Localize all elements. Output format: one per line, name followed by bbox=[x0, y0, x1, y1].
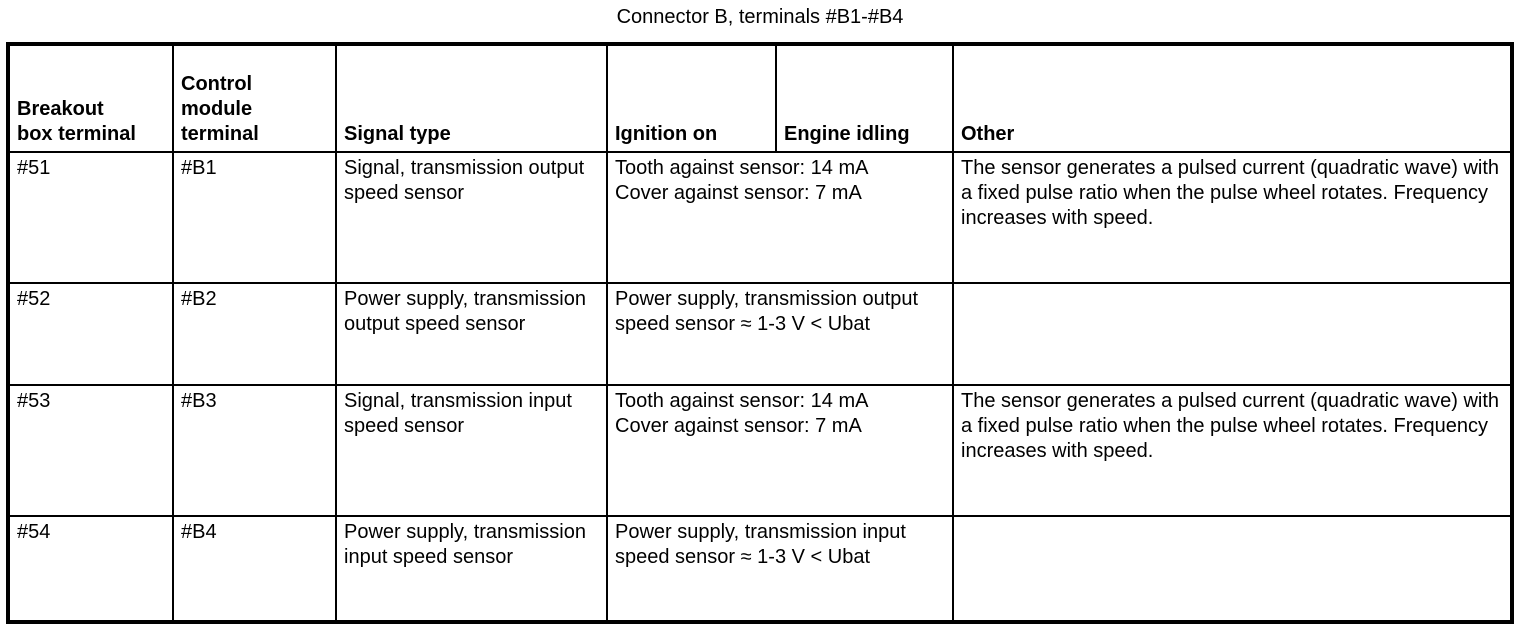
cell-control-module-terminal: #B3 bbox=[172, 384, 337, 517]
cell-measurement: Power supply, transmission output speed … bbox=[606, 282, 954, 386]
cell-breakout-box-terminal: #54 bbox=[7, 515, 174, 623]
cell-measurement: Power supply, transmission input speed s… bbox=[606, 515, 954, 623]
column-header-engine-idling: Engine idling bbox=[775, 43, 954, 153]
measurement-line: Tooth against sensor: 14 mA bbox=[615, 390, 869, 412]
header-row: Breakout box terminal Control module ter… bbox=[7, 43, 1513, 153]
cell-other: The sensor generates a pulsed current (q… bbox=[952, 151, 1513, 284]
cell-other bbox=[952, 515, 1513, 623]
header-line: module bbox=[181, 98, 253, 120]
column-header-breakout-box-terminal: Breakout box terminal bbox=[7, 43, 174, 153]
cell-other: The sensor generates a pulsed current (q… bbox=[952, 384, 1513, 517]
cell-signal-type: Power supply, transmission input speed s… bbox=[335, 515, 608, 623]
column-header-other: Other bbox=[952, 43, 1513, 153]
header-line: terminal bbox=[181, 123, 259, 145]
cell-control-module-terminal: #B4 bbox=[172, 515, 337, 623]
measurement-line: Tooth against sensor: 14 mA bbox=[615, 157, 869, 179]
header-line: Signal type bbox=[344, 123, 451, 145]
spec-table-container: Breakout box terminal Control module ter… bbox=[6, 42, 1514, 624]
header-line: box terminal bbox=[17, 123, 136, 145]
table-body: #51 #B1 Signal, transmission output spee… bbox=[7, 151, 1513, 623]
column-header-control-module-terminal: Control module terminal bbox=[172, 43, 337, 153]
measurement-line: Cover against sensor: 7 mA bbox=[615, 415, 862, 437]
connector-b-terminal-table: Breakout box terminal Control module ter… bbox=[6, 42, 1514, 624]
cell-breakout-box-terminal: #51 bbox=[7, 151, 174, 284]
table-header: Breakout box terminal Control module ter… bbox=[7, 43, 1513, 153]
measurement-line: Power supply, transmission output speed … bbox=[615, 288, 919, 335]
cell-signal-type: Signal, transmission output speed sensor bbox=[335, 151, 608, 284]
table-caption: Connector B, terminals #B1-#B4 bbox=[616, 6, 904, 28]
table-row: #54 #B4 Power supply, transmission input… bbox=[7, 515, 1513, 623]
table-row: #52 #B2 Power supply, transmission outpu… bbox=[7, 282, 1513, 386]
column-header-signal-type: Signal type bbox=[335, 43, 608, 153]
header-line: Control bbox=[181, 73, 253, 95]
cell-measurement: Tooth against sensor: 14 mA Cover agains… bbox=[606, 384, 954, 517]
table-row: #51 #B1 Signal, transmission output spee… bbox=[7, 151, 1513, 284]
measurement-line: Cover against sensor: 7 mA bbox=[615, 182, 862, 204]
header-line: Breakout bbox=[17, 98, 104, 120]
header-line: Engine idling bbox=[784, 123, 910, 145]
header-line: Ignition on bbox=[615, 123, 718, 145]
table-row: #53 #B3 Signal, transmission input speed… bbox=[7, 384, 1513, 517]
cell-signal-type: Power supply, transmission output speed … bbox=[335, 282, 608, 386]
cell-signal-type: Signal, transmission input speed sensor bbox=[335, 384, 608, 517]
cell-control-module-terminal: #B1 bbox=[172, 151, 337, 284]
column-header-ignition-on: Ignition on bbox=[606, 43, 777, 153]
cell-other bbox=[952, 282, 1513, 386]
measurement-line: Power supply, transmission input speed s… bbox=[615, 521, 906, 568]
cell-control-module-terminal: #B2 bbox=[172, 282, 337, 386]
header-line: Other bbox=[961, 123, 1015, 145]
cell-breakout-box-terminal: #53 bbox=[7, 384, 174, 517]
cell-measurement: Tooth against sensor: 14 mA Cover agains… bbox=[606, 151, 954, 284]
cell-breakout-box-terminal: #52 bbox=[7, 282, 174, 386]
